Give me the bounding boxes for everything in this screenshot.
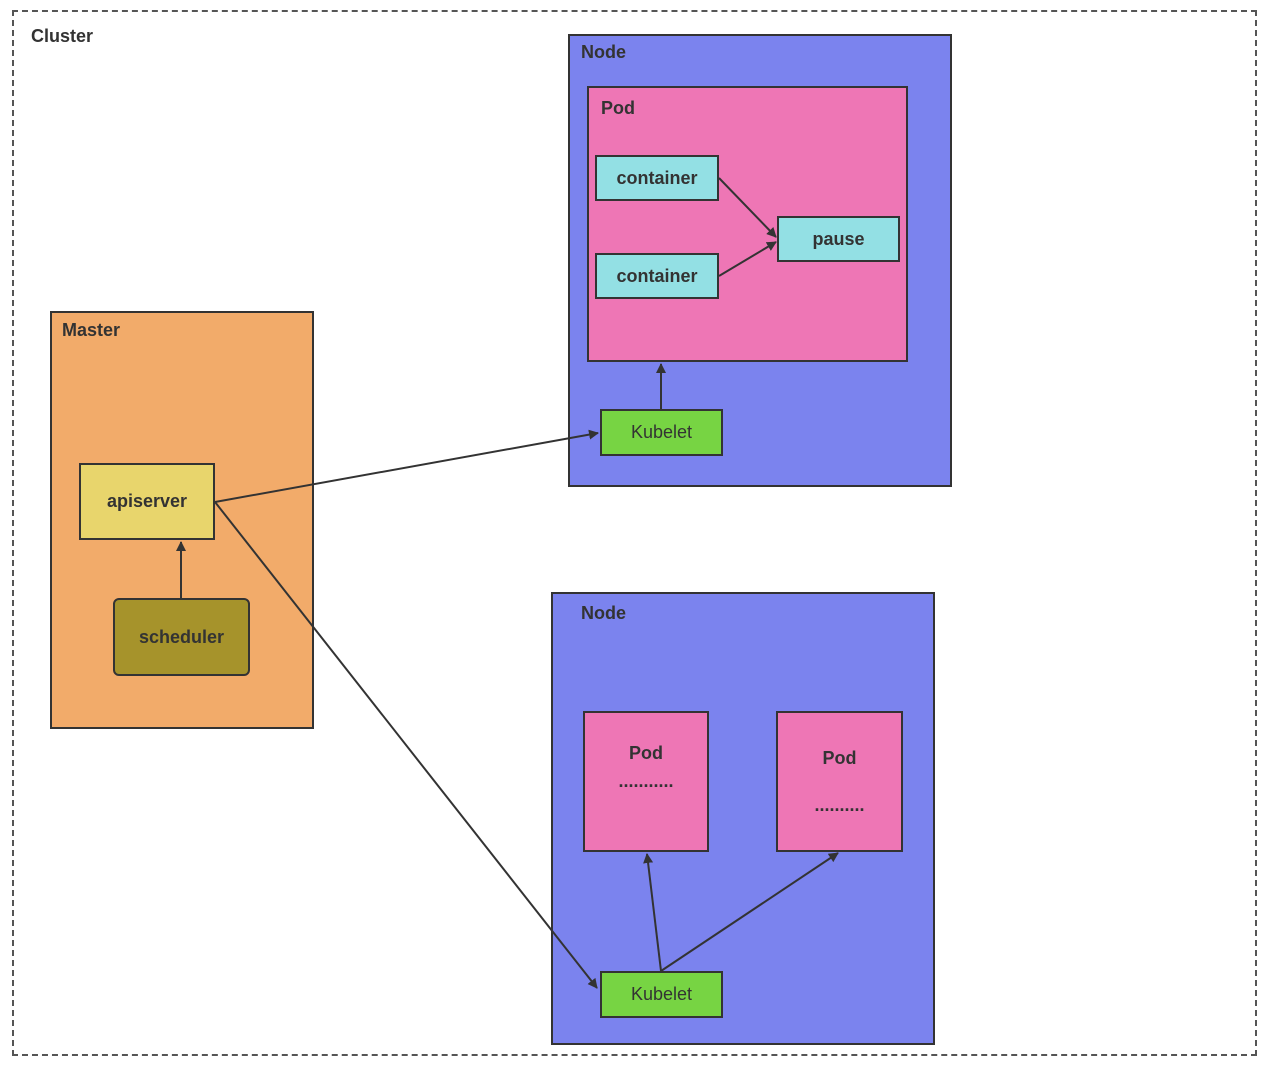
apiserver-box: apiserver <box>79 463 215 540</box>
node-label-2: Node <box>581 603 626 623</box>
node-label-1: Node <box>581 42 626 62</box>
pod-box-3: Pod .......... <box>776 711 903 852</box>
pod-content-2: ........... <box>618 771 674 791</box>
container-box-2: container <box>595 253 719 299</box>
pod-label-1: Pod <box>601 98 635 118</box>
kubelet-box-2: Kubelet <box>600 971 723 1018</box>
cluster-boundary <box>12 10 1257 1056</box>
cluster-label: Cluster <box>31 26 94 46</box>
master-label: Master <box>62 320 121 340</box>
container-box-1: container <box>595 155 719 201</box>
kubelet-box-1: Kubelet <box>600 409 723 456</box>
pod-box-2: Pod ........... <box>583 711 709 852</box>
scheduler-box: scheduler <box>113 598 250 676</box>
pod-content-3: .......... <box>814 795 865 815</box>
pod-label-3: Pod <box>822 748 857 768</box>
pod-label-2: Pod <box>629 743 663 763</box>
pause-box: pause <box>777 216 900 262</box>
